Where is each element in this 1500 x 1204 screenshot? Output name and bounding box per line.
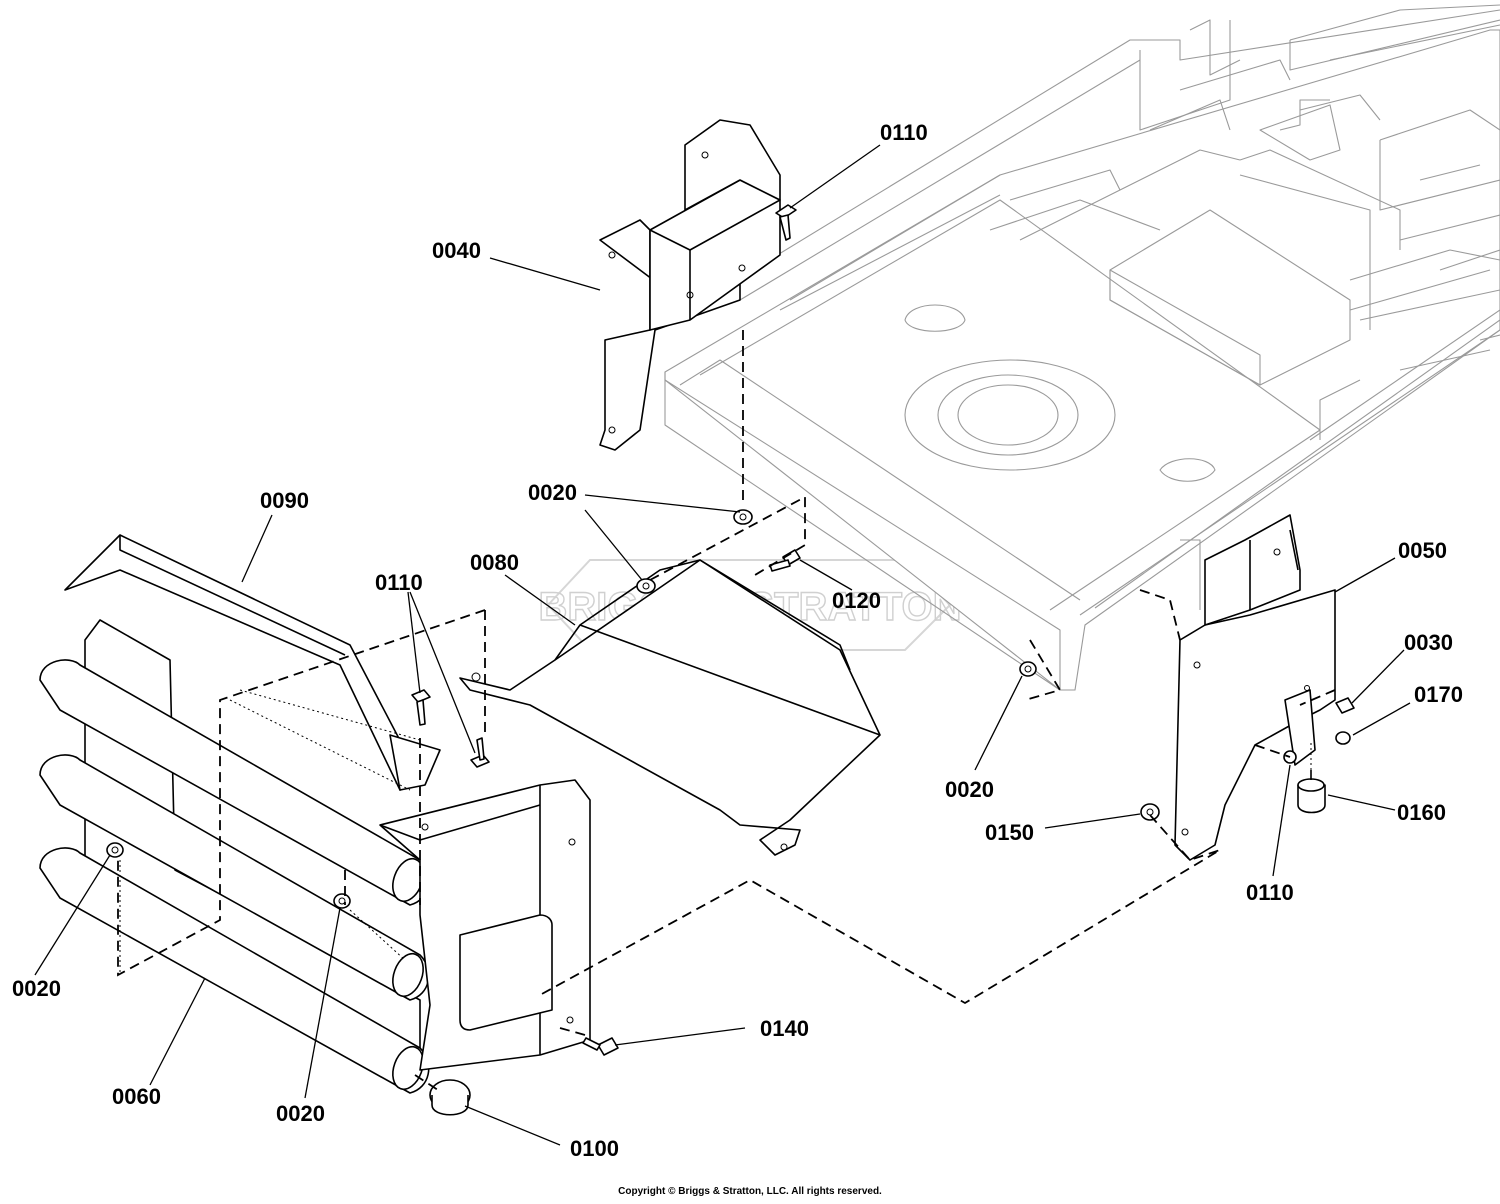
callout-0020-right: 0020: [945, 777, 994, 802]
callout-0160: 0160: [1397, 800, 1446, 825]
mower-frame: [664, 4, 1500, 691]
callout-0110-left: 0110: [375, 570, 423, 595]
callout-0020-left: 0020: [12, 976, 61, 1001]
callout-0100: 0100: [570, 1136, 619, 1161]
callout-labels: 0110 0040 0020 0090 0110 0080 0120 0050 …: [12, 120, 1463, 1161]
part-0090-cap: [64, 534, 441, 791]
part-0060-bumper: [39, 619, 430, 1094]
callout-0020-center: 0020: [528, 480, 577, 505]
hardware: [106, 509, 1355, 1116]
callout-0040: 0040: [432, 238, 481, 263]
callout-0080: 0080: [470, 550, 519, 575]
callout-0030: 0030: [1404, 630, 1453, 655]
callout-0110-top: 0110: [880, 120, 928, 145]
callout-0140: 0140: [760, 1016, 809, 1041]
part-front-plate: [379, 779, 591, 1071]
callout-0020-bottom: 0020: [276, 1101, 325, 1126]
part-0050-bracket: [1174, 514, 1336, 861]
part-0110-bolt-top: [775, 204, 797, 241]
callout-0050: 0050: [1398, 538, 1447, 563]
callout-0150: 0150: [985, 820, 1034, 845]
leader-lines: [34, 144, 1411, 1146]
callout-0090: 0090: [260, 488, 309, 513]
callout-0060: 0060: [112, 1084, 161, 1109]
part-0080-shield: [459, 559, 881, 856]
callout-0110-right: 0110: [1246, 880, 1294, 905]
copyright-notice: Copyright © Briggs & Stratton, LLC. All …: [618, 1186, 882, 1197]
part-0040-bracket: [599, 119, 781, 451]
callout-0120: 0120: [832, 588, 881, 613]
callout-0170: 0170: [1414, 682, 1463, 707]
assembly-lines: [117, 330, 1336, 1091]
